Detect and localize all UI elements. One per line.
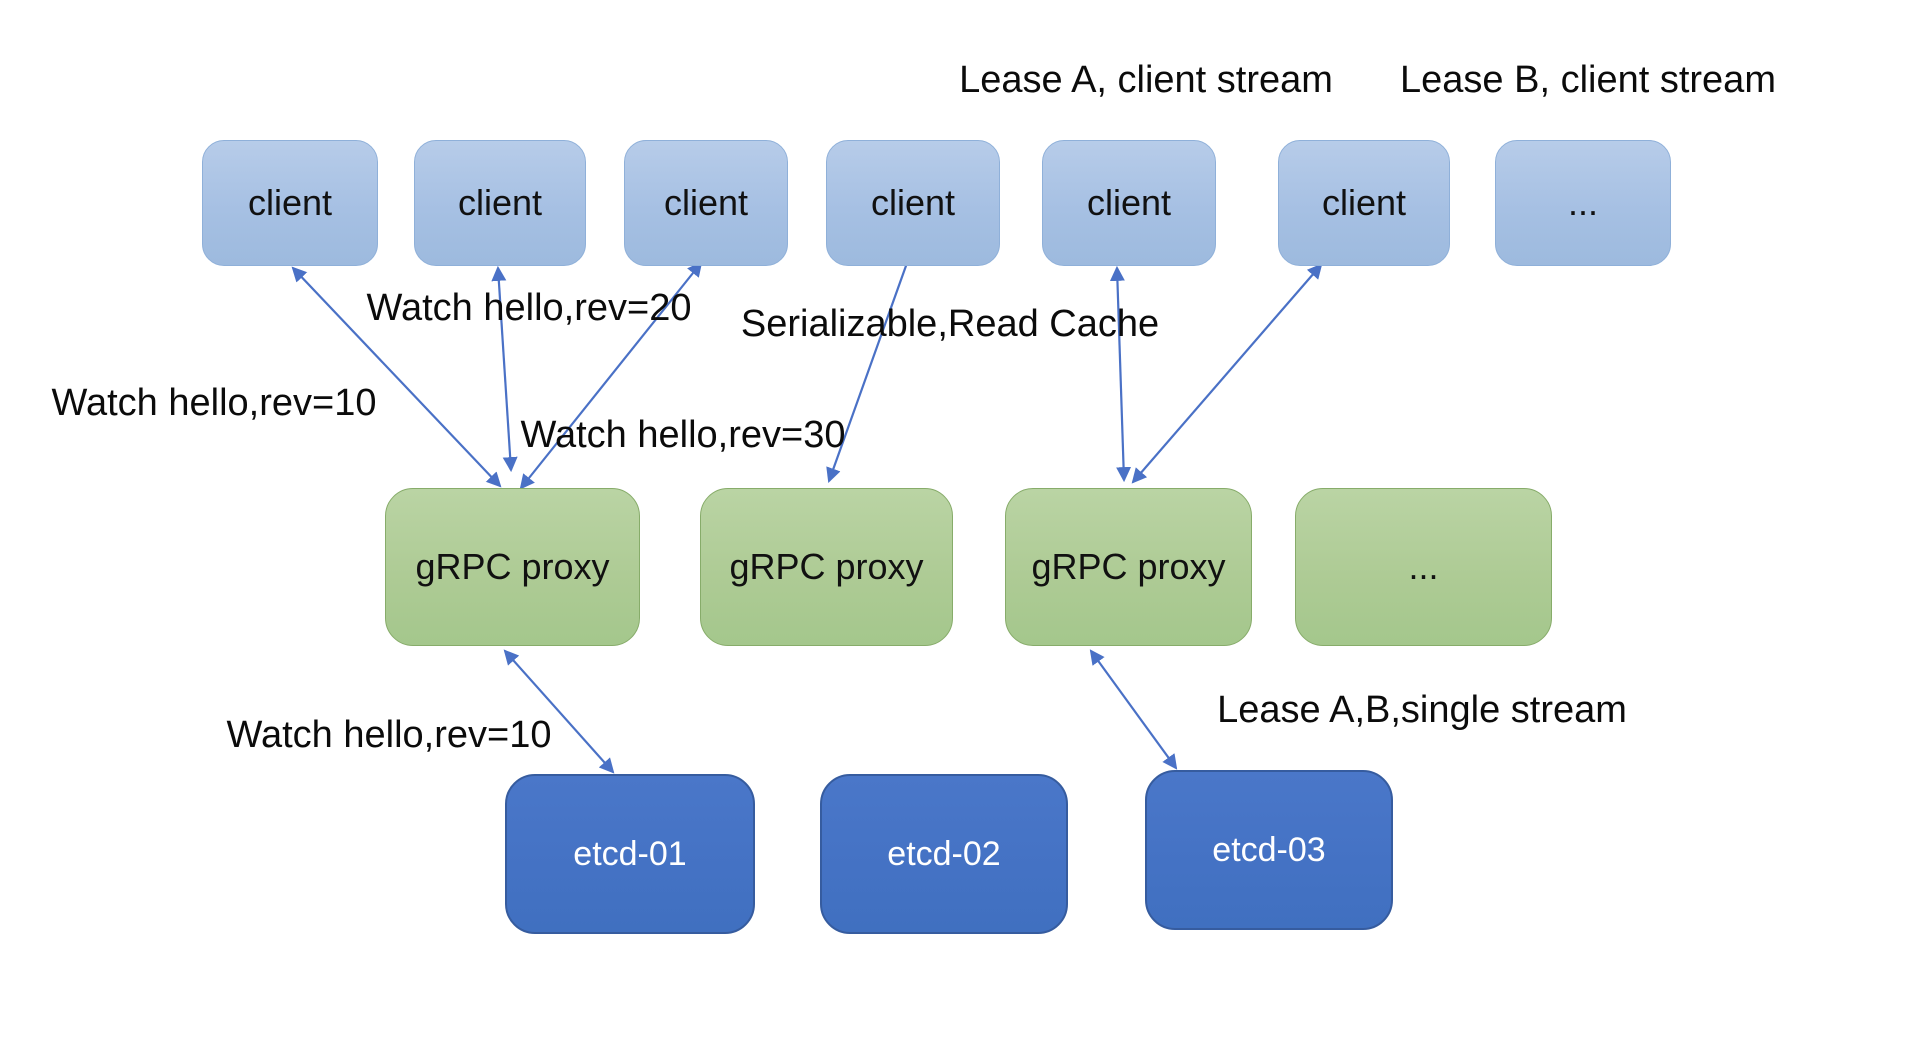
arrow-proxy1-etcd01 bbox=[503, 649, 615, 774]
label-lease-b-client-stream: Lease B, client stream bbox=[1400, 59, 1776, 101]
node-client-2: client bbox=[414, 140, 586, 266]
node-etcd-03: etcd-03 bbox=[1145, 770, 1393, 930]
node-grpc-proxy-1: gRPC proxy bbox=[385, 488, 640, 646]
arrow-client4-proxy2 bbox=[826, 262, 909, 483]
node-client-3: client bbox=[624, 140, 788, 266]
arrow-client3-proxy1 bbox=[519, 261, 703, 490]
node-client-ellipsis: ... bbox=[1495, 140, 1671, 266]
label-watch-rev10-bottom: Watch hello,rev=10 bbox=[226, 714, 552, 756]
arrow-client5-proxy3 bbox=[1109, 265, 1132, 483]
arrow-client6-proxy3 bbox=[1131, 263, 1323, 484]
arrow-client1-proxy1 bbox=[291, 266, 502, 488]
node-etcd-01: etcd-01 bbox=[505, 774, 755, 934]
node-client-4: client bbox=[826, 140, 1000, 266]
label-serializable-read-cache: Serializable,Read Cache bbox=[740, 303, 1160, 345]
label-lease-ab-single-stream: Lease A,B,single stream bbox=[1217, 689, 1627, 731]
node-grpc-proxy-3: gRPC proxy bbox=[1005, 488, 1252, 646]
node-client-1: client bbox=[202, 140, 378, 266]
arrow-proxy3-etcd03 bbox=[1089, 649, 1178, 770]
node-etcd-02: etcd-02 bbox=[820, 774, 1068, 934]
node-grpc-proxy-ellipsis: ... bbox=[1295, 488, 1552, 646]
label-watch-rev10-top: Watch hello,rev=10 bbox=[51, 382, 377, 424]
label-watch-rev20: Watch hello,rev=20 bbox=[366, 287, 692, 329]
node-client-5: client bbox=[1042, 140, 1216, 266]
node-client-6: client bbox=[1278, 140, 1450, 266]
arrow-client2-proxy1 bbox=[491, 265, 518, 473]
node-grpc-proxy-2: gRPC proxy bbox=[700, 488, 953, 646]
label-watch-rev30: Watch hello,rev=30 bbox=[520, 414, 846, 456]
label-lease-a-client-stream: Lease A, client stream bbox=[959, 59, 1333, 101]
